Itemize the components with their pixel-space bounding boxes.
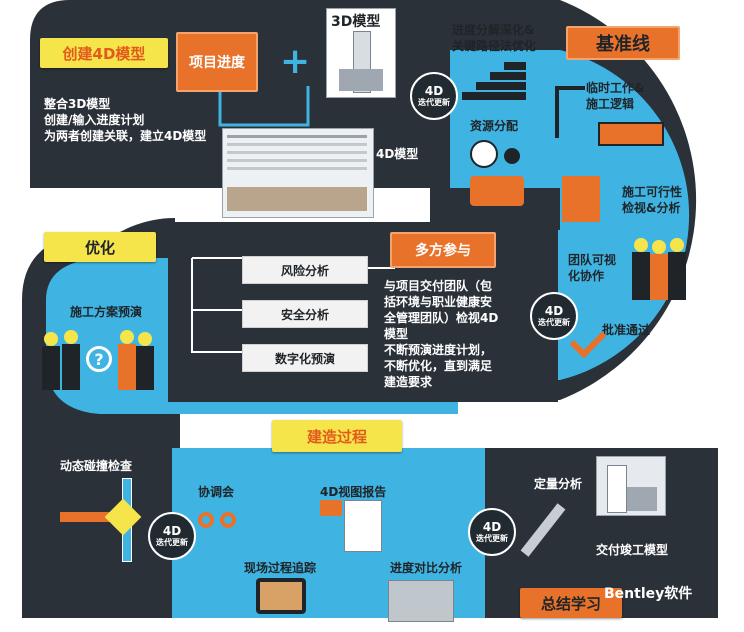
coordination-label: 协调会 bbox=[198, 485, 235, 499]
train-icon bbox=[598, 122, 664, 146]
model-4d-label: 4D模型 bbox=[376, 147, 419, 161]
feasibility-1: 施工可行性 bbox=[622, 185, 683, 199]
progress-compare-label: 进度对比分析 bbox=[390, 561, 463, 575]
temp-work-2: 施工逻辑 bbox=[586, 97, 635, 111]
rehearsal-workers-icon: ? bbox=[38, 326, 156, 390]
schedule-breakdown-2: 关键路径法优化 bbox=[452, 39, 537, 53]
multi-desc-3: 全管理团队）检视4D bbox=[384, 311, 499, 325]
risk-analysis: 风险分析 bbox=[242, 256, 368, 284]
create-desc-1: 整合3D模型 bbox=[44, 97, 111, 111]
quantity-analysis-label: 定量分析 bbox=[534, 477, 583, 491]
compare-image bbox=[388, 580, 454, 622]
project-progress-box: 项目进度 bbox=[176, 32, 258, 92]
team-workers-icon bbox=[632, 238, 688, 300]
link-connector bbox=[218, 86, 310, 127]
team-collab-1: 团队可视 bbox=[568, 253, 617, 267]
optimize-title: 优化 bbox=[44, 232, 156, 262]
create-desc-3: 为两者创建关联，建立4D模型 bbox=[44, 129, 207, 143]
crane-icon bbox=[555, 86, 585, 138]
multi-desc-2: 括环境与职业健康安 bbox=[384, 295, 493, 309]
clash-detection-label: 动态碰撞检查 bbox=[60, 459, 133, 473]
stairs-icon bbox=[462, 60, 526, 100]
multi-desc-1: 与项目交付团队（包 bbox=[384, 279, 493, 293]
multi-desc-6: 不断优化，直到满足 bbox=[384, 359, 493, 373]
tower-crane-icon bbox=[562, 176, 600, 222]
risk-connector bbox=[191, 257, 395, 353]
feasibility-2: 检视&分析 bbox=[622, 201, 681, 215]
resource-allocation: 资源分配 bbox=[470, 119, 519, 133]
create-desc-2: 创建/输入进度计划 bbox=[44, 113, 145, 127]
model-3d-label: 3D模型 bbox=[331, 14, 381, 30]
delivery-model-image bbox=[596, 456, 666, 516]
watermark: Bentley软件 bbox=[604, 586, 693, 602]
clash-icon bbox=[60, 478, 142, 562]
binoculars-icon bbox=[198, 508, 238, 530]
construction-title: 建造过程 bbox=[272, 420, 402, 452]
view-report-label: 4D视图报告 bbox=[320, 485, 387, 499]
summary-title: 总结学习 bbox=[520, 588, 622, 618]
tablet-icon bbox=[256, 578, 306, 614]
plan-rehearsal-label: 施工方案预演 bbox=[70, 305, 143, 319]
camera-icon bbox=[320, 500, 342, 516]
question-icon: ? bbox=[86, 346, 112, 372]
approval-label: 批准通过 bbox=[602, 323, 651, 337]
schedule-screenshot bbox=[222, 128, 374, 218]
band-bottom-dark-left bbox=[22, 440, 172, 618]
delivery-model-label: 交付竣工模型 bbox=[596, 543, 669, 557]
plus-sign: + bbox=[280, 41, 311, 82]
team-collab-2: 化协作 bbox=[568, 269, 605, 283]
podium-shape bbox=[339, 69, 383, 91]
multi-desc-4: 模型 bbox=[384, 327, 409, 341]
money-bag-icon bbox=[470, 140, 498, 168]
schedule-breakdown-1: 进度分解深化& bbox=[452, 23, 535, 37]
safety-analysis: 安全分析 bbox=[242, 300, 368, 328]
coin-icon bbox=[504, 148, 520, 164]
multi-party-title: 多方参与 bbox=[390, 232, 496, 268]
multi-desc-7: 建造要求 bbox=[384, 375, 433, 389]
site-tracking-label: 现场过程追踪 bbox=[244, 561, 317, 575]
excavator-icon bbox=[470, 176, 524, 206]
report-doc-icon bbox=[344, 500, 382, 552]
digital-rehearsal: 数字化预演 bbox=[242, 344, 368, 372]
model-3d-image: 3D模型 bbox=[326, 8, 396, 98]
temp-work-1: 临时工作& bbox=[586, 81, 645, 95]
band-bottom-right-ext bbox=[688, 448, 718, 618]
multi-desc-5: 不断预演进度计划， bbox=[384, 343, 493, 357]
baseline-title: 基准线 bbox=[566, 26, 680, 60]
band-cyan-mid bbox=[168, 402, 458, 414]
create-4d-model-title: 创建4D模型 bbox=[40, 38, 168, 68]
